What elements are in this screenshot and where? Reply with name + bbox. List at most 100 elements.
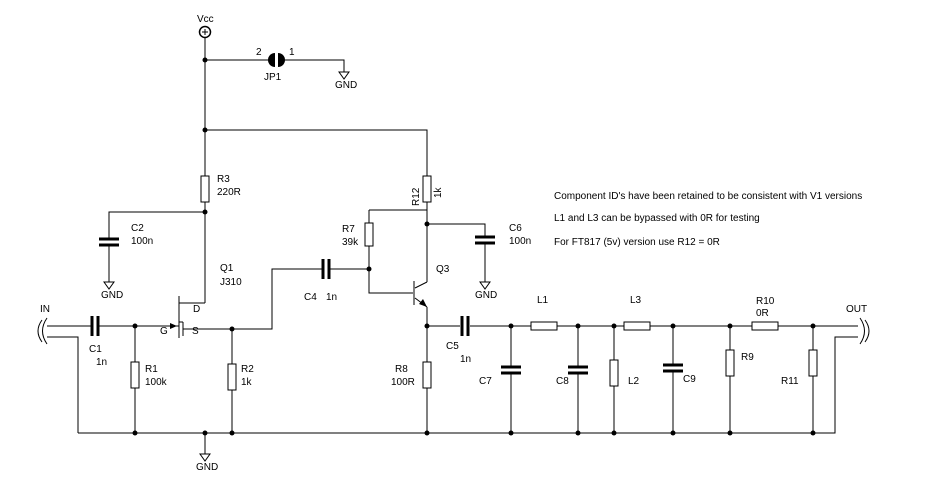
svg-text:Q3: Q3 [436, 264, 450, 275]
svg-text:C6: C6 [509, 223, 522, 234]
resistor-r12: R12 1k [411, 175, 444, 206]
junction-dot [202, 430, 208, 436]
svg-text:100R: 100R [391, 377, 415, 388]
bjt-q3: Q3 [413, 264, 450, 308]
svg-text:R1: R1 [145, 364, 158, 375]
jp1-label: JP1 [264, 72, 282, 83]
svg-text:R9: R9 [741, 352, 754, 363]
svg-text:S: S [192, 326, 199, 337]
svg-text:100n: 100n [131, 236, 153, 247]
input-label: IN [40, 304, 50, 315]
svg-text:J310: J310 [220, 277, 242, 288]
resistor-r11: R11 [781, 349, 818, 387]
gnd-label: GND [101, 290, 123, 301]
svg-text:R2: R2 [241, 364, 254, 375]
svg-text:C7: C7 [479, 376, 492, 387]
junction-dot [366, 266, 372, 272]
svg-text:L2: L2 [628, 376, 640, 387]
junction-dot [575, 323, 581, 329]
junction-dot [670, 430, 676, 436]
resistor-r9: R9 [725, 349, 754, 377]
junction-dot [132, 323, 138, 329]
output-connector: OUT [846, 304, 870, 345]
resistor-r10: R10 0R [751, 296, 779, 331]
svg-text:R12: R12 [411, 187, 422, 206]
svg-text:G: G [160, 326, 168, 337]
svg-text:39k: 39k [342, 237, 359, 248]
note-bypass-inductors: L1 and L3 can be bypassed with 0R for te… [554, 213, 760, 224]
vcc-terminal: Vcc [197, 14, 214, 39]
junction-dot [670, 323, 676, 329]
svg-text:R11: R11 [781, 376, 799, 387]
svg-text:1n: 1n [460, 354, 471, 365]
svg-text:220R: 220R [217, 187, 241, 198]
junction-dot [611, 430, 617, 436]
ground-symbol-c2: GND [101, 281, 123, 301]
svg-text:C1: C1 [89, 344, 102, 355]
svg-text:C8: C8 [556, 376, 569, 387]
junction-dot [611, 323, 617, 329]
wires [57, 38, 858, 454]
jp1-pin2: 2 [256, 47, 262, 58]
svg-text:C2: C2 [131, 223, 144, 234]
junction-dot [810, 323, 816, 329]
capacitor-c6: C6 100n [475, 223, 531, 247]
inductor-l2: L2 [609, 359, 640, 387]
junction-dot [575, 430, 581, 436]
resistor-r8: R8 100R [391, 361, 432, 389]
output-label: OUT [846, 304, 867, 315]
ground-symbol-c6: GND [475, 281, 497, 301]
svg-text:R7: R7 [342, 224, 355, 235]
svg-text:R8: R8 [395, 364, 408, 375]
junction-dot [727, 323, 733, 329]
notes: Component ID's have been retained to be … [554, 191, 862, 248]
resistor-r3: R3 220R [200, 174, 241, 203]
capacitor-c9: C9 [663, 363, 696, 385]
junction-dot [202, 209, 208, 215]
vcc-label: Vcc [197, 14, 214, 25]
svg-text:1n: 1n [326, 292, 337, 303]
input-connector: IN [37, 304, 58, 345]
junction-dot [202, 57, 208, 63]
capacitor-c7: C7 [479, 365, 521, 387]
junction-dot [202, 127, 208, 133]
svg-text:C9: C9 [683, 374, 696, 385]
svg-text:C4: C4 [304, 292, 317, 303]
junction-dot [424, 323, 430, 329]
gnd-label: GND [475, 290, 497, 301]
gnd-label: GND [335, 80, 357, 91]
svg-text:1n: 1n [96, 357, 107, 368]
junction-dot [424, 430, 430, 436]
junction-dot [424, 221, 430, 227]
junction-dot [132, 430, 138, 436]
capacitor-c1: C1 1n [89, 316, 107, 368]
svg-text:100k: 100k [145, 377, 168, 388]
note-ft817-version: For FT817 (5v) version use R12 = 0R [554, 237, 720, 248]
resistor-r1: R1 100k [130, 361, 168, 389]
svg-text:1k: 1k [433, 186, 444, 198]
ground-symbol-jp1: GND [335, 71, 357, 91]
svg-text:R10: R10 [756, 296, 775, 307]
svg-text:D: D [193, 304, 200, 315]
svg-text:100n: 100n [509, 236, 531, 247]
svg-text:0R: 0R [756, 308, 769, 319]
junction-dot [508, 430, 514, 436]
junction-dot [508, 323, 514, 329]
junction-dot [229, 326, 235, 332]
capacitor-c2: C2 100n [99, 223, 153, 247]
note-component-ids: Component ID's have been retained to be … [554, 191, 862, 202]
svg-text:Q1: Q1 [220, 263, 234, 274]
ground-symbol-main: GND [196, 453, 218, 473]
junction-dot [727, 430, 733, 436]
svg-text:R3: R3 [217, 174, 230, 185]
capacitor-c8: C8 [556, 365, 588, 387]
jfet-q1: D G S Q1 J310 [160, 263, 242, 338]
inductor-l3: L3 [623, 295, 651, 331]
jp1-pin1: 1 [289, 47, 295, 58]
inductor-l1: L1 [530, 295, 558, 331]
svg-text:L3: L3 [630, 295, 642, 306]
svg-text:C5: C5 [446, 341, 459, 352]
svg-text:1k: 1k [241, 377, 253, 388]
resistor-r7: R7 39k [342, 222, 374, 248]
